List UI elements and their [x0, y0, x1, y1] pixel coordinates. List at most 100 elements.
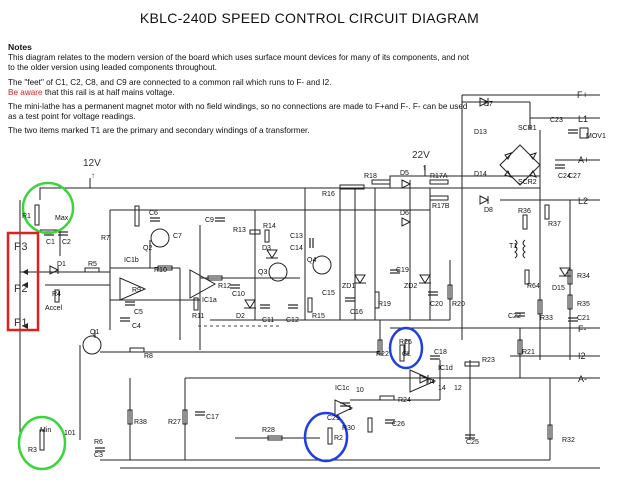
label-r14: R14 [263, 223, 276, 230]
label-d15: D15 [552, 285, 565, 292]
label-cl: CL [402, 351, 411, 358]
label-r29: R2 [334, 435, 343, 442]
label-c20: C20 [430, 301, 443, 308]
terminal-aminus: A- [578, 374, 587, 384]
label-r7: R7 [101, 235, 110, 242]
label-r36: R36 [518, 208, 531, 215]
label-r6: R6 [94, 439, 103, 446]
label-14: 14 [438, 385, 446, 392]
label-r38: R38 [134, 419, 147, 426]
label-r28: R28 [262, 427, 275, 434]
notes-block: Notes This diagram relates to the modern… [8, 42, 478, 141]
label-c22: C22 [508, 313, 521, 320]
arrow-22v: ↑ [422, 163, 426, 172]
terminal-aplus: A+ [578, 155, 589, 165]
label-r21: R21 [522, 349, 535, 356]
label-c26: C26 [392, 421, 405, 428]
label-ic1a: IC1a [202, 297, 217, 304]
label-r8: R8 [144, 353, 153, 360]
panel-point-p1: P1 [14, 317, 27, 329]
label-c12: C12 [286, 317, 299, 324]
label-c11: C11 [262, 317, 274, 324]
label-r35: R35 [577, 301, 590, 308]
voltage-12v: 12V [83, 158, 101, 169]
highlight-cl-pot [388, 326, 424, 370]
label-r33: R33 [540, 315, 553, 322]
label-r17a: R17A [430, 173, 448, 180]
note-4: The two items marked T1 are the primary … [8, 126, 310, 136]
label-q1: Q1 [90, 329, 99, 336]
label-c17: C17 [206, 414, 219, 421]
label-r23: R23 [482, 357, 495, 364]
label-t1: T1 [509, 243, 517, 250]
label-r26: R26 [399, 339, 412, 346]
label-scr2: SCR2 [518, 179, 537, 186]
label-c21: C21 [577, 315, 590, 322]
label-r27: R27 [168, 419, 181, 426]
label-d6: D6 [400, 210, 409, 217]
components [22, 97, 589, 452]
label-c10: C10 [232, 291, 245, 298]
label-r1: R1 [22, 213, 31, 220]
label-c6: C6 [149, 210, 158, 217]
warning-text: Be aware [8, 87, 43, 97]
highlight-panel-points [6, 231, 40, 332]
terminal-fplus: F+ [577, 90, 588, 100]
note-2a: The "feet" of C1, C2, C8, and C9 are con… [8, 77, 332, 87]
terminal-i2: I2 [578, 351, 586, 361]
voltage-22v: 22V [412, 150, 430, 161]
diagram-title: KBLC-240D SPEED CONTROL CIRCUIT DIAGRAM [139, 10, 480, 26]
label-q4: Q4 [307, 257, 316, 264]
label-min: Min [40, 427, 51, 434]
label-r20: R20 [452, 301, 465, 308]
note-2: The "feet" of C1, C2, C8, and C9 are con… [8, 78, 478, 98]
label-c9: C9 [205, 217, 214, 224]
label-r17b: R17B [432, 203, 450, 210]
label-ic1b: IC1b [124, 257, 139, 264]
label-c24: C24 [558, 173, 571, 180]
note-1: This diagram relates to the modern versi… [8, 53, 470, 73]
label-c29: C29 [327, 415, 340, 422]
label-c4: C4 [132, 323, 141, 330]
highlight-r29-pot [303, 411, 349, 463]
label-c25: C25 [466, 439, 479, 446]
arrow-12v: ↑ [91, 171, 95, 180]
label-mov1: MOV1 [586, 133, 606, 140]
highlight-max-pot [21, 181, 75, 235]
label-d5: D5 [400, 170, 409, 177]
label-r34: R34 [577, 273, 590, 280]
label-c23: C23 [550, 117, 563, 124]
label-d3: D3 [262, 245, 271, 252]
terminal-fminus: F- [578, 324, 587, 334]
label-1: 1 [348, 405, 352, 412]
label-d1: D1 [57, 261, 66, 268]
note-3: The mini-lathe has a permanent magnet mo… [8, 102, 468, 122]
label-c19: C19 [396, 267, 409, 274]
label-r15: R15 [312, 313, 325, 320]
label-c7: C7 [173, 233, 182, 240]
terminal-l1: L1 [578, 114, 588, 124]
label-q3: Q3 [258, 269, 267, 276]
label-r37: R37 [548, 221, 561, 228]
label-r5: R5 [88, 261, 97, 268]
label-12: 12 [454, 385, 462, 392]
notes-heading: Notes [8, 42, 32, 52]
label-c3: C3 [94, 452, 103, 459]
label-r30: R30 [342, 425, 355, 432]
label-c15: C15 [322, 290, 335, 297]
label-max: Max [55, 215, 69, 222]
label-c2: C2 [62, 239, 71, 246]
label-d14: D14 [474, 171, 487, 178]
label-d4: D4 [426, 379, 435, 386]
label-c5: C5 [134, 309, 143, 316]
label-q2: Q2 [143, 245, 152, 252]
panel-point-p2: P2 [14, 283, 27, 295]
label-r32: R32 [562, 437, 575, 444]
label-r24: R24 [398, 397, 411, 404]
note-2b: that this rail is at half mains voltage. [42, 87, 175, 97]
label-r12: R12 [218, 283, 231, 290]
label-c1: C1 [46, 239, 55, 246]
label-d7: D7 [484, 101, 493, 108]
label-scr1: SCR1 [518, 125, 537, 132]
